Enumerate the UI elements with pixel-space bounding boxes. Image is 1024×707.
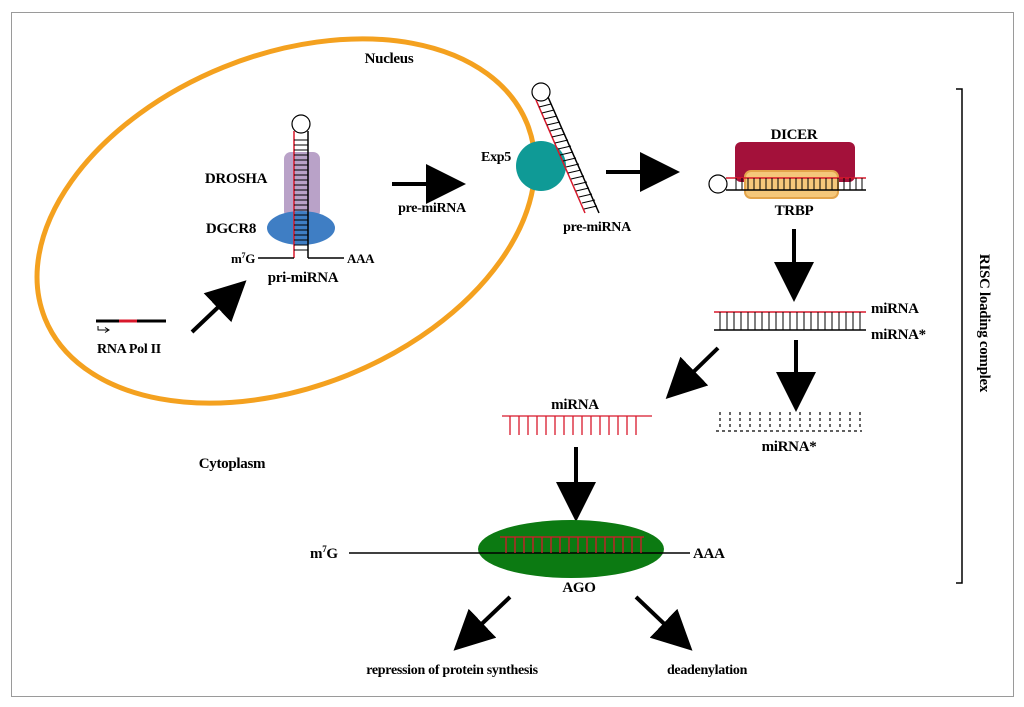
trbp-label: TRBP [775,203,814,219]
dicer-bound-duplex [708,174,866,194]
pri-mirna-label: pri-miRNA [268,270,339,286]
target-m7g-label: m7G [310,544,338,562]
mirna-duplex-label: miRNA [871,301,919,317]
risc-loading-complex-label: RISC loading complex [976,254,992,393]
nucleus-membrane [34,36,538,406]
deadenylation-label: deadenylation [667,663,748,678]
mirna-duplex [714,311,866,331]
arrow-to-mirna [665,346,720,399]
pre-mirna-label-export: pre-miRNA [563,220,632,235]
arrow-deadenylation [634,595,693,651]
mirna-single-label: miRNA [551,397,599,413]
mirna-star-degraded-strand [716,412,862,432]
mirna-star-single-label: miRNA* [762,439,817,455]
mirna-star-duplex-label: miRNA* [871,327,926,343]
pre-mirna-label-nucleus: pre-miRNA [398,201,467,216]
rna-pol-ii-gene [96,319,166,333]
dgcr8-label: DGCR8 [206,221,256,237]
nucleus-label: Nucleus [365,51,414,67]
exp5-protein [516,141,566,191]
risc-bracket [956,88,963,584]
repression-label: repression of protein synthesis [366,663,538,678]
ago-bound-mirna [500,536,644,553]
rna-pol-ii-label: RNA Pol II [97,342,161,357]
figure-frame [11,12,1014,697]
target-aaa-label: AAA [693,546,725,562]
dicer-label: DICER [771,127,818,143]
trbp-protein [744,170,839,199]
ago-label: AGO [562,580,595,596]
pri-mirna-hairpin [258,114,344,259]
pri-aaa-label: AAA [347,251,375,266]
exp5-label: Exp5 [481,150,511,165]
pri-m7g-label: m7G [231,251,255,266]
pre-mirna-export-hairpin [531,82,600,214]
arrow-repression [453,595,512,651]
mirna-single-strand [502,415,652,435]
cytoplasm-label: Cytoplasm [199,456,266,472]
arrow-transcription [190,280,247,334]
drosha-label: DROSHA [205,171,268,187]
dgcr8-protein [267,211,335,245]
ago-protein [478,520,664,578]
